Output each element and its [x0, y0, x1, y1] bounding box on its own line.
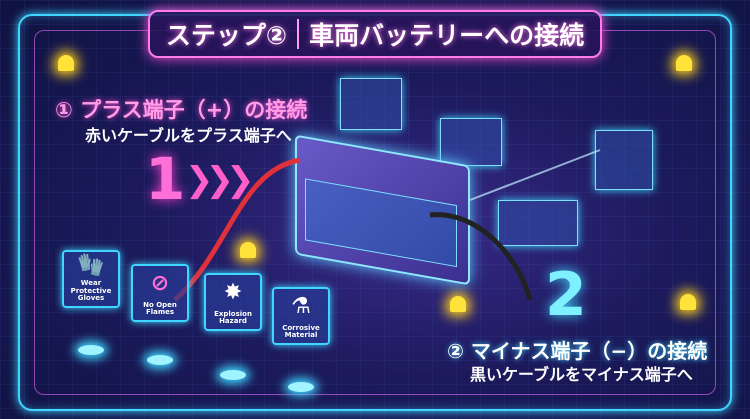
gloves-icon: 🧤 [77, 252, 105, 278]
hologram-pad [78, 345, 104, 355]
sign-label: Wear Protective Gloves [70, 278, 112, 303]
page-title: ステップ② 車両バッテリーへの接続 [148, 10, 602, 58]
energy-line [469, 149, 601, 201]
signal-panel [498, 200, 578, 246]
safety-sign-explosion: ✸ Explosion Hazard [204, 273, 262, 331]
sign-label: Corrosive Material [282, 323, 320, 340]
warning-beacon-icon [240, 242, 256, 258]
step2-number: 2 [545, 260, 587, 330]
safety-sign-corrosive: ⚗ Corrosive Material [272, 287, 330, 345]
step2-heading: ② マイナス端子（−）の接続 [447, 339, 708, 363]
explosion-icon: ✸ [223, 279, 243, 305]
step1-heading: ① プラス端子（+）の接続 [55, 98, 308, 122]
display-panel [595, 130, 653, 190]
warning-beacon-icon [450, 296, 466, 312]
title-text: 車両バッテリーへの接続 [309, 21, 585, 50]
step1-subtext: 赤いケーブルをプラス端子へ [85, 126, 292, 145]
no-flame-icon: ⊘ [150, 270, 170, 296]
safety-sign-no-flames: ⊘ No Open Flames [131, 264, 189, 322]
sign-label: No Open Flames [143, 300, 177, 317]
connection-panel [440, 118, 502, 166]
chevron-right-icon: ❯❯❯ [185, 160, 255, 200]
clamp-panel [340, 78, 402, 130]
corrosive-icon: ⚗ [291, 293, 311, 319]
warning-beacon-icon [680, 294, 696, 310]
sign-label: Explosion Hazard [214, 309, 252, 326]
safety-sign-gloves: 🧤Wear Protective Gloves [62, 250, 120, 308]
title-divider [297, 19, 300, 49]
step1-number: 1 [145, 145, 186, 213]
warning-beacon-icon [676, 55, 692, 71]
title-step: ステップ② [165, 21, 288, 50]
hologram-pad [147, 355, 173, 365]
black-cable [429, 212, 533, 301]
hologram-pad [288, 382, 314, 392]
hologram-pad [220, 370, 246, 380]
red-cable [173, 157, 301, 302]
step2-subtext: 黒いケーブルをマイナス端子へ [470, 365, 693, 384]
warning-beacon-icon [58, 55, 74, 71]
